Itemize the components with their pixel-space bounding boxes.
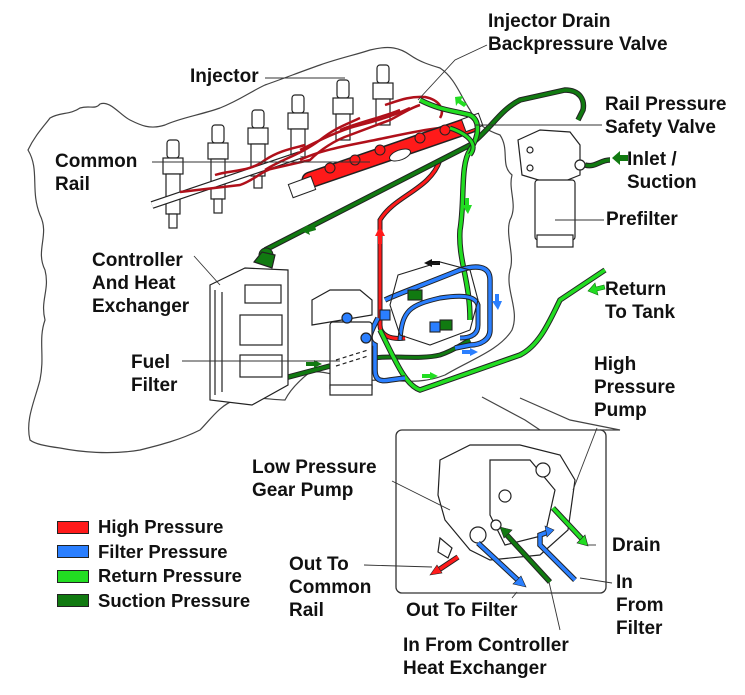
label-high-pressure-pump: High Pressure Pump [594,354,676,421]
label-inlet-suction: Inlet / Suction [627,149,697,193]
engine-pump-body [379,261,479,346]
injector-2 [207,124,229,214]
injector-1 [162,139,184,229]
fuel-filter [311,289,373,396]
suction-arrow-icon [300,225,316,235]
label-prefilter: Prefilter [606,209,678,230]
high-pressure-arrow-icon [375,226,385,244]
return-arrow-icon-3 [462,198,472,214]
legend-swatch-high-pressure [57,520,89,534]
return-arrow-icon-2 [422,372,438,380]
return-arrow-icon [587,282,606,296]
suction-arrow-icon-2 [306,360,322,368]
legend-item-filter-pressure: Filter Pressure [57,540,250,565]
label-drain: Drain [612,535,661,556]
label-fuel-filter: Fuel Filter [131,352,178,396]
label-low-pressure-gear-pump: Low Pressure Gear Pump [252,457,377,501]
legend-label: Return Pressure [98,565,242,587]
label-in-from-controller: In From Controller Heat Exchanger [403,635,569,679]
controller-heat-exchanger [209,251,289,406]
legend-swatch-filter-pressure [57,545,89,559]
legend-swatch-suction-pressure [57,594,89,608]
inset-high-pressure-pump [437,444,576,561]
prefilter [517,129,586,248]
legend-label: High Pressure [98,516,224,538]
label-common-rail: Common Rail [55,151,138,195]
label-injector: Injector [190,66,259,87]
legend-label: Filter Pressure [98,540,228,562]
label-rail-pressure-safety-valve: Rail Pressure Safety Valve [605,94,727,138]
inset-arrows [429,506,589,588]
leader-lines [152,44,613,631]
label-return-to-tank: Return To Tank [605,279,676,323]
legend-label: Suction Pressure [98,589,251,611]
label-controller-heat-exchanger: Controller And Heat Exchanger [92,250,190,317]
engine-outline [27,46,515,454]
return-arrow-icon-4 [455,96,467,107]
common-rail [287,112,484,199]
legend: High Pressure Filter Pressure Return Pre… [57,515,250,613]
label-injector-drain-valve: Injector Drain Backpressure Valve [488,11,668,55]
pump-direction-arrow-icon [424,259,440,267]
filter-arrow-icon [492,294,502,310]
injector-5 [332,79,354,141]
label-out-to-filter: Out To Filter [406,600,518,621]
label-out-to-common-rail: Out To Common Rail [289,554,372,621]
return-lines [377,97,607,393]
inlet-arrow-icon [612,151,628,165]
legend-item-return-pressure: Return Pressure [57,564,250,589]
inset-callout [481,396,621,431]
filter-arrow-icon-2 [462,348,478,356]
legend-swatch-return-pressure [57,569,89,583]
legend-item-high-pressure: High Pressure [57,515,250,540]
legend-item-suction-pressure: Suction Pressure [57,589,250,614]
label-in-from-filter: In From Filter [616,572,664,639]
